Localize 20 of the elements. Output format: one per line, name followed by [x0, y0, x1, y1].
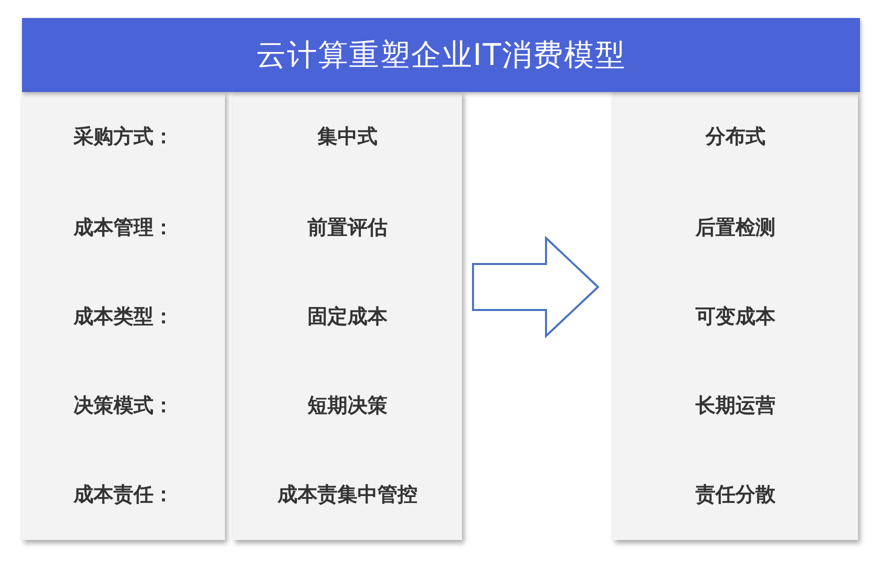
- row-label: 决策模式：: [74, 392, 174, 419]
- column-panel: [22, 92, 225, 540]
- row-value: 短期决策: [308, 392, 388, 419]
- column-panel: [613, 92, 858, 540]
- row-value: 可变成本: [696, 303, 776, 330]
- row-value: 责任分散: [696, 481, 776, 508]
- row-value: 集中式: [318, 123, 378, 150]
- row-label: 采购方式：: [74, 123, 174, 150]
- row-value: 成本责集中管控: [278, 481, 418, 508]
- row-value: 分布式: [706, 123, 766, 150]
- row-value: 固定成本: [308, 303, 388, 330]
- row-value: 前置评估: [308, 214, 388, 241]
- column-panel: [233, 92, 462, 540]
- row-label: 成本管理：: [74, 214, 174, 241]
- row-label: 成本类型：: [74, 303, 174, 330]
- row-label: 成本责任：: [74, 481, 174, 508]
- title: 云计算重塑企业IT消费模型: [256, 36, 626, 74]
- row-value: 长期运营: [696, 392, 776, 419]
- block-arrow: [472, 236, 600, 338]
- row-value: 后置检测: [696, 214, 776, 241]
